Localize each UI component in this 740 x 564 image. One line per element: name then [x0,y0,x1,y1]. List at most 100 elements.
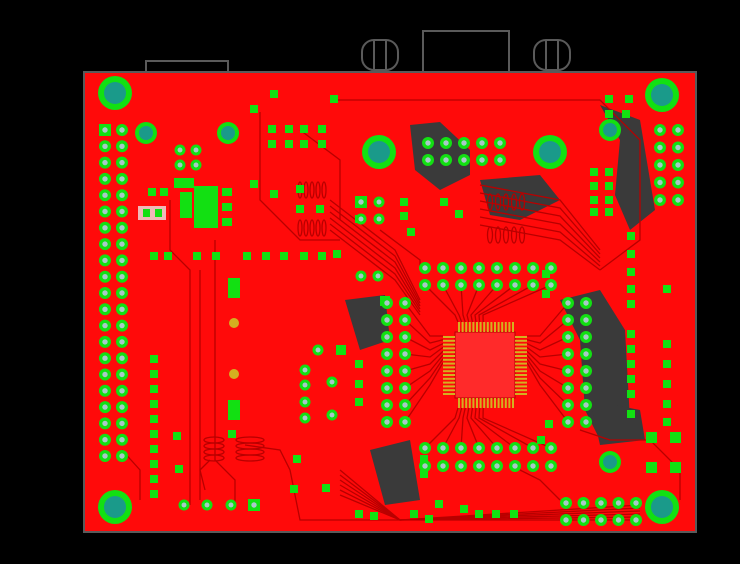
trace [478,407,534,449]
mounting-hole-center [139,126,153,140]
via-center [615,517,622,523]
smd-pad [410,510,418,518]
smd-pad [605,182,613,190]
via-center [512,463,518,469]
smd-pad [212,252,220,260]
via-center [102,420,108,427]
via-center [119,208,125,215]
qfp-chip [443,322,527,408]
trace [519,469,561,501]
chip-pin [515,336,527,338]
smd-pad [280,252,288,260]
smd-pad [268,125,276,133]
trace [470,407,498,449]
via-center [102,176,108,182]
top-connectors [145,30,571,74]
chip-pin [504,322,507,332]
chip-pin [512,398,514,408]
trace [479,208,601,263]
chip-pin [515,374,527,376]
smd-pad [425,515,433,523]
trace [460,284,466,323]
smd-pad [318,252,326,260]
trace-resistor [297,219,303,237]
via-center [422,282,428,288]
trace [169,200,191,505]
smd-pad [663,400,671,408]
chip-pin [515,381,527,384]
via-center [422,265,428,271]
chip-pin [483,398,486,408]
via-center [458,265,464,271]
smd-pad [627,390,635,398]
via-center [329,412,335,418]
via-center [119,437,125,443]
via-center [657,179,663,186]
chip-pin [443,339,455,342]
via-center [461,140,467,146]
trace [479,224,601,271]
chip-pin [515,355,527,357]
via-center [102,371,108,378]
chip-pin [443,374,455,376]
trace-resistor [321,181,327,199]
trace [329,223,421,313]
smd-pad [150,445,158,453]
chip-pin [515,351,527,354]
smd-pad [355,510,363,518]
trace [244,444,400,521]
smd-pad [150,252,158,260]
via-center [102,257,108,264]
chip-pin [465,322,468,332]
trace [404,358,444,406]
smd-pad [300,252,308,260]
smd-pad [435,500,443,508]
chip-pin [443,347,455,350]
smd-pad [160,188,168,196]
via-center [675,179,681,186]
smd-pad [150,460,158,468]
via-center [583,368,589,374]
trace [199,459,211,491]
chip-pin [443,336,455,338]
smd-pad [150,490,158,498]
via-center [598,517,604,523]
via-center [583,317,589,323]
trace [329,217,421,310]
via-center [530,445,536,451]
chip-pin [443,358,455,361]
via-center [497,140,503,146]
via-center [204,502,210,508]
via-center [384,300,390,306]
smd-pad [663,418,671,426]
via-center [512,265,518,271]
smd-pad [290,485,298,493]
via-center [177,147,183,153]
trace [404,319,444,344]
chip-pin [486,322,489,332]
via-center [565,300,571,306]
smd-pad [318,125,326,133]
mounting-hole-center [221,126,235,140]
trace [404,354,444,389]
chip-pin [515,385,527,388]
smd-pad [605,168,613,176]
smd-pads [148,90,681,523]
via-center [458,282,464,288]
via-center [425,140,431,146]
via-center [512,445,518,451]
trace [404,302,443,337]
chip-pin [468,398,471,408]
chip-pin [490,398,493,408]
chip-pin [515,377,527,380]
smd-pad [663,360,671,368]
smd-pad [510,510,518,518]
smd-pad [627,268,635,276]
via-center [657,144,663,151]
chip-pin [497,398,500,408]
via-center [358,199,364,205]
trace [259,112,340,241]
chip-pin [443,370,455,373]
smd-pad [663,285,671,293]
trace [404,362,444,423]
